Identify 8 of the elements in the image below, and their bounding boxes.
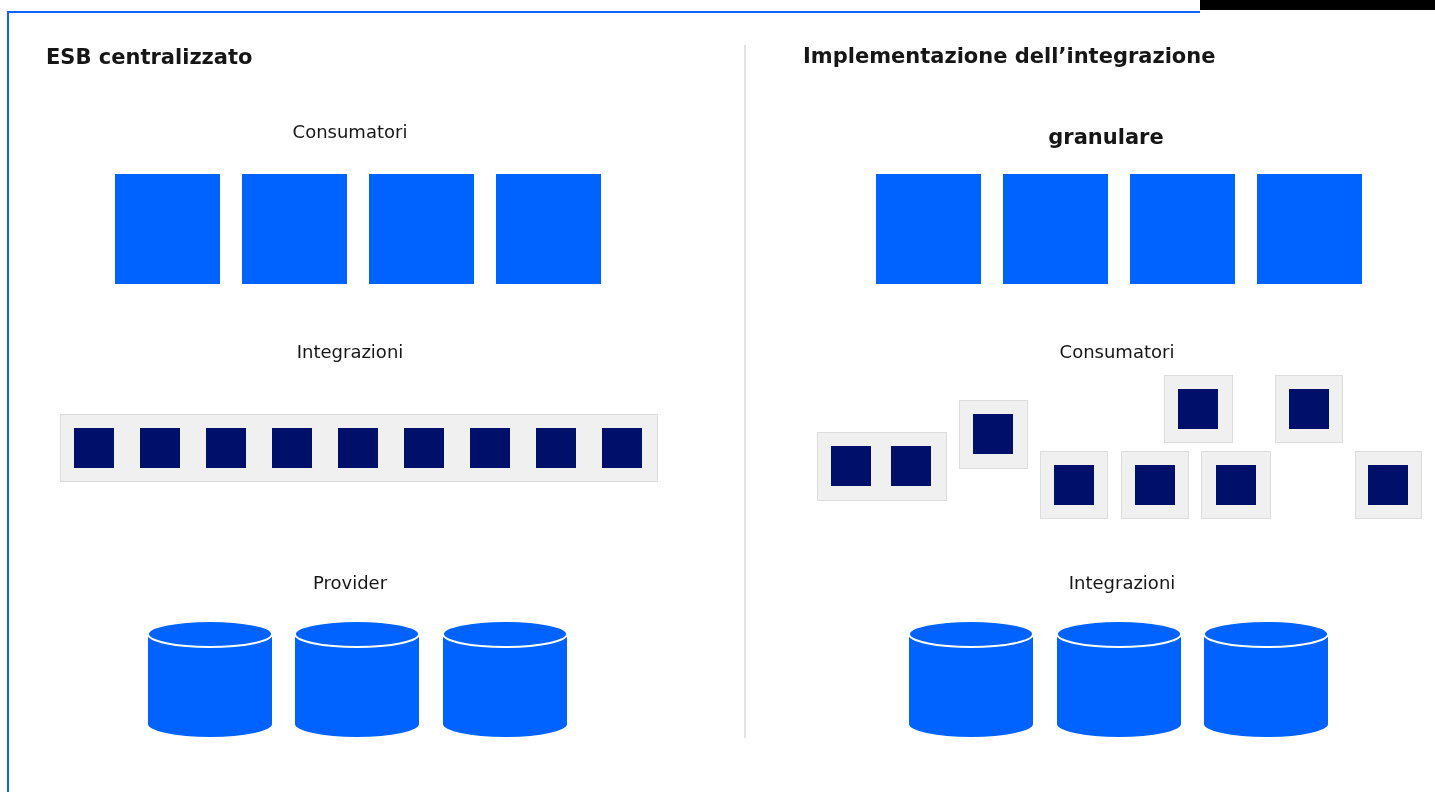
panel-heading: Implementazione dell’integrazione xyxy=(803,44,1216,70)
section-label: Consumatori xyxy=(1059,341,1175,363)
section-label: Provider xyxy=(312,572,388,594)
panel-heading: granulare xyxy=(1048,125,1164,151)
section-label: Consumatori xyxy=(292,121,408,143)
section-label: Integrazioni xyxy=(296,341,404,363)
panel-heading: ESB centralizzato xyxy=(46,45,253,71)
section-label: Integrazioni xyxy=(1068,572,1176,594)
